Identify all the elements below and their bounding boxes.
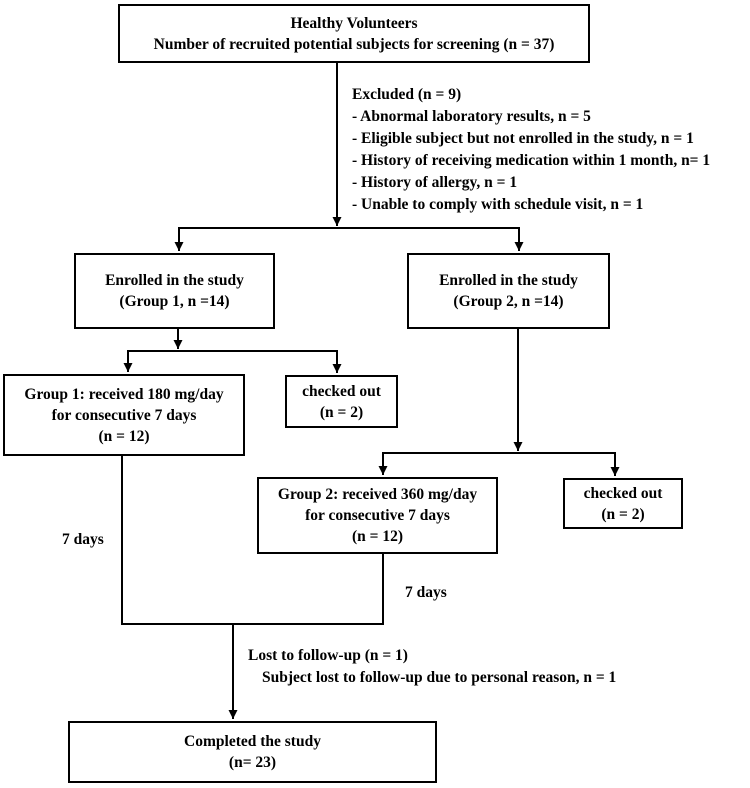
box-enrolled-group1: Enrolled in the study (Group 1, n =14)	[74, 253, 275, 329]
box-group2-dose-line2: for consecutive 7 days	[305, 507, 450, 524]
box-checked-out-group1: checked out (n = 2)	[285, 375, 398, 428]
lost-to-followup-detail: Subject lost to follow-up due to persona…	[262, 669, 617, 686]
box-completed-line1: Completed the study	[184, 733, 321, 750]
excluded-header: Excluded (n = 9)	[352, 86, 462, 103]
box-enrolled-group2: Enrolled in the study (Group 2, n =14)	[407, 253, 610, 329]
box-checked-out-group2-line2: (n = 2)	[601, 505, 645, 523]
box-group2-dose-line1: Group 2: received 360 mg/day	[277, 486, 478, 503]
box-group1-dose-line2: for consecutive 7 days	[51, 406, 197, 424]
box-checked-out-group1-line2: (n = 2)	[319, 403, 364, 421]
box-healthy-volunteers-line1: Healthy Volunteers	[290, 14, 418, 32]
duration-label-group2: 7 days	[405, 584, 447, 601]
box-healthy-volunteers: Healthy Volunteers Number of recruited p…	[118, 4, 590, 63]
box-group2-dose: Group 2: received 360 mg/day for consecu…	[257, 477, 498, 554]
excluded-item: - Abnormal laboratory results, n = 5	[352, 108, 591, 125]
box-group1-dose: Group 1: received 180 mg/day for consecu…	[3, 374, 245, 456]
box-checked-out-group1-line1: checked out	[302, 382, 381, 400]
duration-label-group1: 7 days	[62, 531, 104, 548]
box-checked-out-group2-line1: checked out	[583, 484, 663, 502]
box-enrolled-group2-line1: Enrolled in the study	[439, 272, 578, 289]
excluded-item: - History of receiving medication within…	[352, 152, 711, 169]
lost-to-followup-note: Lost to follow-up (n = 1) Subject lost t…	[248, 645, 616, 689]
box-enrolled-group2-line2: (Group 2, n =14)	[453, 293, 564, 310]
excluded-note: Excluded (n = 9) - Abnormal laboratory r…	[352, 84, 710, 216]
excluded-item: - Unable to comply with schedule visit, …	[352, 196, 644, 213]
box-group1-dose-line1: Group 1: received 180 mg/day	[24, 385, 224, 403]
box-enrolled-group1-line2: (Group 1, n =14)	[119, 293, 230, 310]
lost-to-followup-header: Lost to follow-up (n = 1)	[248, 647, 408, 664]
excluded-item: - Eligible subject but not enrolled in t…	[352, 130, 694, 147]
box-healthy-volunteers-line2: Number of recruited potential subjects f…	[153, 35, 555, 53]
box-checked-out-group2: checked out (n = 2)	[563, 478, 683, 529]
box-completed-line2: (n= 23)	[228, 754, 277, 771]
box-group2-dose-line3: (n = 12)	[351, 528, 404, 545]
box-enrolled-group1-line1: Enrolled in the study	[105, 272, 244, 289]
excluded-item: - History of allergy, n = 1	[352, 174, 518, 191]
box-completed: Completed the study (n= 23)	[68, 721, 437, 783]
box-group1-dose-line3: (n = 12)	[98, 427, 150, 445]
